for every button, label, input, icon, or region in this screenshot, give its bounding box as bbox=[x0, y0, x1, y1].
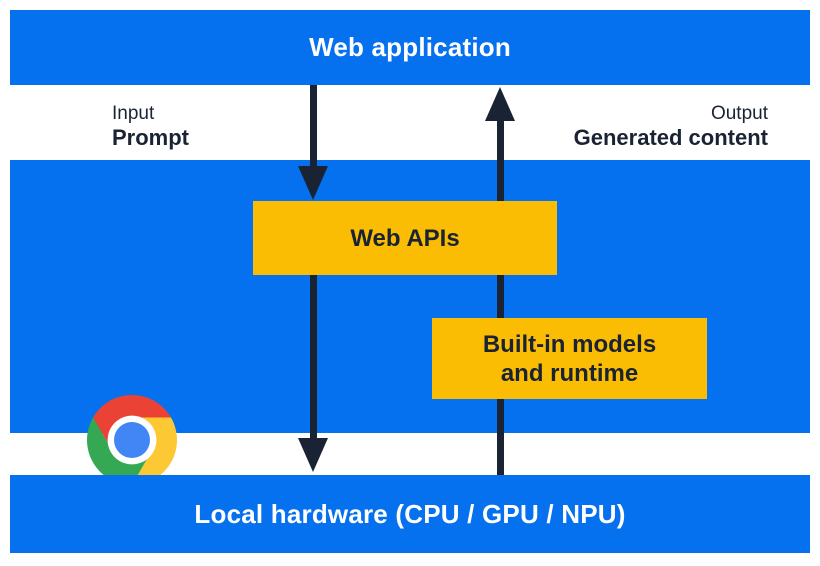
local-hardware-layer: Local hardware (CPU / GPU / NPU) bbox=[10, 475, 810, 553]
input-arrow-line-upper bbox=[310, 85, 317, 172]
output-label: Output bbox=[710, 103, 768, 124]
output-flow-labels: Output Generated content bbox=[574, 102, 768, 151]
input-arrow-line-lower bbox=[310, 275, 317, 442]
builtin-models-box: Built-in models and runtime bbox=[432, 318, 707, 399]
input-value-label: Prompt bbox=[112, 125, 189, 150]
web-apis-label: Web APIs bbox=[350, 224, 460, 252]
output-value-label: Generated content bbox=[573, 125, 768, 150]
web-application-layer: Web application bbox=[10, 10, 810, 85]
input-flow-labels: Input Prompt bbox=[112, 102, 189, 151]
chrome-logo-icon bbox=[87, 395, 177, 485]
web-application-label: Web application bbox=[309, 32, 511, 62]
web-apis-box: Web APIs bbox=[253, 201, 557, 275]
arrowhead-up-icon bbox=[485, 87, 515, 121]
arrowhead-down-icon bbox=[298, 438, 328, 472]
builtin-models-label-line1: Built-in models bbox=[482, 330, 657, 358]
input-label: Input bbox=[112, 103, 155, 124]
builtin-models-label-line2: and runtime bbox=[500, 359, 639, 387]
arrowhead-down-icon bbox=[298, 166, 328, 200]
output-arrow-line bbox=[497, 118, 504, 475]
local-hardware-label: Local hardware (CPU / GPU / NPU) bbox=[194, 498, 626, 529]
